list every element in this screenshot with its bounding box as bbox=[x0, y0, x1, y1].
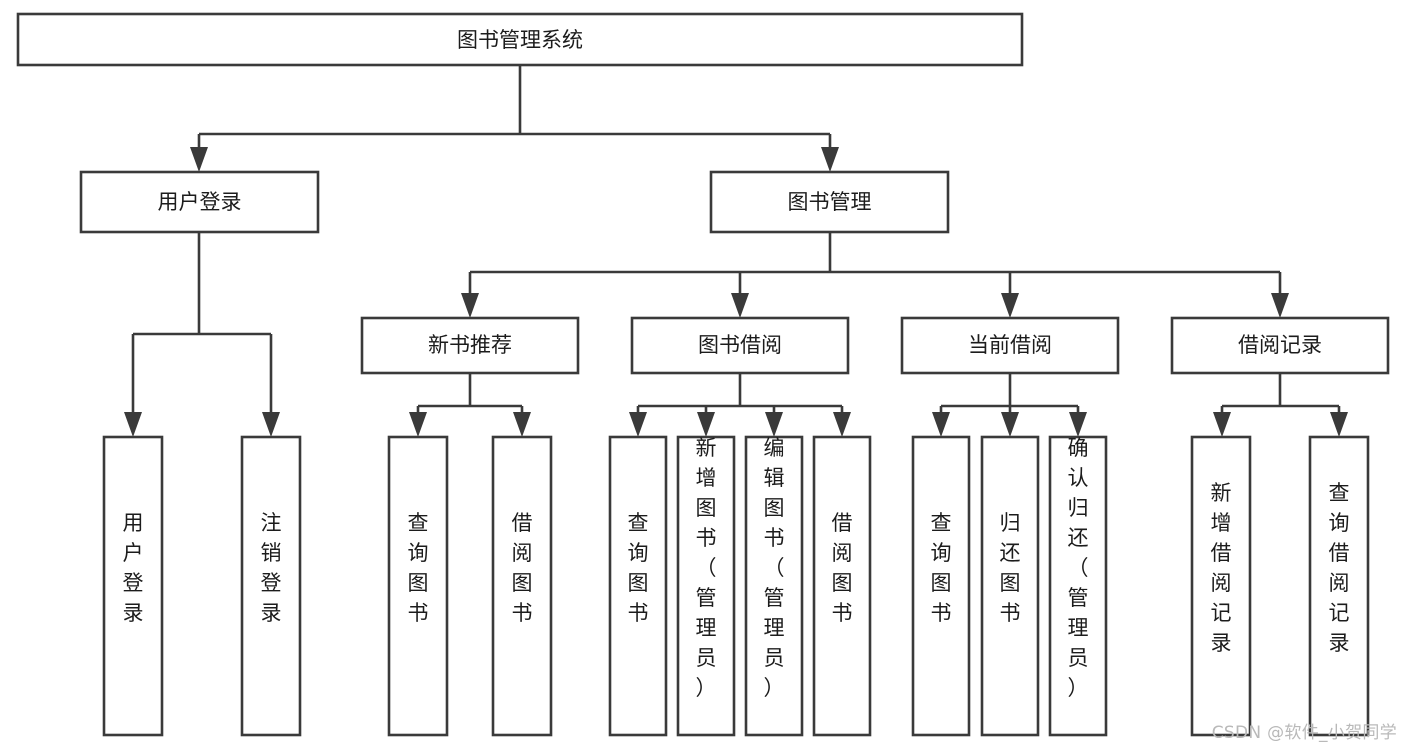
node-leaf-borrow-book-2-box[interactable] bbox=[812, 435, 872, 737]
node-leaf-logout-label: 注销登录 bbox=[261, 511, 282, 625]
node-leaf-query-book-2[interactable]: 查询图书 bbox=[608, 435, 668, 737]
node-root-box[interactable] bbox=[16, 12, 1024, 67]
node-leaf-query-borrow-record[interactable]: 查询借阅记录 bbox=[1308, 435, 1370, 737]
node-leaf-add-borrow-record-box[interactable] bbox=[1190, 435, 1252, 737]
node-leaf-query-book-3-box[interactable] bbox=[911, 435, 971, 737]
node-leaf-user-login[interactable]: 用户登录 bbox=[102, 435, 164, 737]
node-leaf-edit-book-admin-label: 编辑图书（管理员） bbox=[764, 436, 785, 700]
node-leaf-return-book-box[interactable] bbox=[980, 435, 1040, 737]
node-book-borrow-box[interactable] bbox=[630, 316, 850, 375]
arrow-newbook-c1-icon bbox=[409, 412, 427, 437]
node-user-login[interactable]: 用户登录 bbox=[79, 170, 320, 234]
node-leaf-logout-box[interactable] bbox=[240, 435, 302, 737]
node-leaf-return-book[interactable]: 归还图书 bbox=[980, 435, 1040, 737]
arrow-current-c3-icon bbox=[1069, 412, 1087, 437]
arrow-record-c1-icon bbox=[1213, 412, 1231, 437]
node-current-borrow-label: 当前借阅 bbox=[968, 333, 1052, 357]
node-leaf-query-borrow-record-label: 查询借阅记录 bbox=[1329, 481, 1350, 655]
arrow-user-login-c1-icon bbox=[124, 412, 142, 437]
node-book-management[interactable]: 图书管理 bbox=[709, 170, 950, 234]
arrow-bm-c1-icon bbox=[461, 293, 479, 318]
node-root-label: 图书管理系统 bbox=[457, 28, 583, 52]
node-borrow-record-label: 借阅记录 bbox=[1238, 333, 1322, 357]
node-leaf-confirm-return-admin[interactable]: 确认归还（管理员） bbox=[1048, 435, 1108, 737]
node-book-management-label: 图书管理 bbox=[788, 190, 872, 214]
node-leaf-edit-book-admin-box[interactable] bbox=[744, 435, 804, 737]
arrow-current-c1-icon bbox=[932, 412, 950, 437]
node-borrow-record[interactable]: 借阅记录 bbox=[1170, 316, 1390, 375]
node-leaf-query-book-1-box[interactable] bbox=[387, 435, 449, 737]
node-leaf-add-book-admin-label: 新增图书（管理员） bbox=[696, 436, 717, 700]
arrow-bm-c2-icon bbox=[731, 293, 749, 318]
node-leaf-user-login-box[interactable] bbox=[102, 435, 164, 737]
node-leaf-add-book-admin-box[interactable] bbox=[676, 435, 736, 737]
node-current-borrow[interactable]: 当前借阅 bbox=[900, 316, 1120, 375]
node-leaf-query-book-1[interactable]: 查询图书 bbox=[387, 435, 449, 737]
node-leaf-add-book-admin[interactable]: 新增图书（管理员） bbox=[676, 435, 736, 737]
node-leaf-logout[interactable]: 注销登录 bbox=[240, 435, 302, 737]
node-leaf-query-book-3[interactable]: 查询图书 bbox=[911, 435, 971, 737]
arrow-current-c2-icon bbox=[1001, 412, 1019, 437]
connector-layer bbox=[124, 65, 1348, 437]
node-book-borrow-label: 图书借阅 bbox=[698, 333, 782, 357]
node-user-login-box[interactable] bbox=[79, 170, 320, 234]
node-new-book-recommend-label: 新书推荐 bbox=[428, 333, 512, 357]
node-leaf-borrow-book-1[interactable]: 借阅图书 bbox=[491, 435, 553, 737]
node-leaf-query-borrow-record-box[interactable] bbox=[1308, 435, 1370, 737]
node-leaf-add-borrow-record[interactable]: 新增借阅记录 bbox=[1190, 435, 1252, 737]
node-leaf-return-book-label: 归还图书 bbox=[1000, 511, 1021, 625]
node-book-borrow[interactable]: 图书借阅 bbox=[630, 316, 850, 375]
arrow-user-login-c2-icon bbox=[262, 412, 280, 437]
arrow-bm-c4-icon bbox=[1271, 293, 1289, 318]
node-leaf-query-book-1-label: 查询图书 bbox=[408, 511, 429, 625]
node-leaf-query-book-2-box[interactable] bbox=[608, 435, 668, 737]
node-leaf-confirm-return-admin-label: 确认归还（管理员） bbox=[1068, 436, 1089, 700]
node-new-book-recommend-box[interactable] bbox=[360, 316, 580, 375]
node-leaf-borrow-book-2-label: 借阅图书 bbox=[832, 511, 853, 625]
arrow-bm-c3-icon bbox=[1001, 293, 1019, 318]
arrow-borrow-c1-icon bbox=[629, 412, 647, 437]
node-book-management-box[interactable] bbox=[709, 170, 950, 234]
node-leaf-borrow-book-2[interactable]: 借阅图书 bbox=[812, 435, 872, 737]
node-leaf-query-book-3-label: 查询图书 bbox=[931, 511, 952, 625]
node-new-book-recommend[interactable]: 新书推荐 bbox=[360, 316, 580, 375]
node-root[interactable]: 图书管理系统 bbox=[16, 12, 1024, 67]
node-leaf-borrow-book-1-label: 借阅图书 bbox=[512, 511, 533, 625]
node-leaf-edit-book-admin[interactable]: 编辑图书（管理员） bbox=[744, 435, 804, 737]
arrow-newbook-c2-icon bbox=[513, 412, 531, 437]
arrow-to-book-mgmt-icon bbox=[821, 147, 839, 172]
node-borrow-record-box[interactable] bbox=[1170, 316, 1390, 375]
arrow-to-user-login-icon bbox=[190, 147, 208, 172]
node-current-borrow-box[interactable] bbox=[900, 316, 1120, 375]
node-leaf-confirm-return-admin-box[interactable] bbox=[1048, 435, 1108, 737]
node-leaf-add-borrow-record-label: 新增借阅记录 bbox=[1211, 481, 1232, 655]
arrow-record-c2-icon bbox=[1330, 412, 1348, 437]
node-user-login-label: 用户登录 bbox=[158, 190, 242, 214]
arrow-borrow-c2-icon bbox=[697, 412, 715, 437]
node-leaf-query-book-2-label: 查询图书 bbox=[628, 511, 649, 625]
arrow-borrow-c3-icon bbox=[765, 412, 783, 437]
node-leaf-borrow-book-1-box[interactable] bbox=[491, 435, 553, 737]
node-leaf-user-login-label: 用户登录 bbox=[123, 511, 144, 625]
arrow-borrow-c4-icon bbox=[833, 412, 851, 437]
